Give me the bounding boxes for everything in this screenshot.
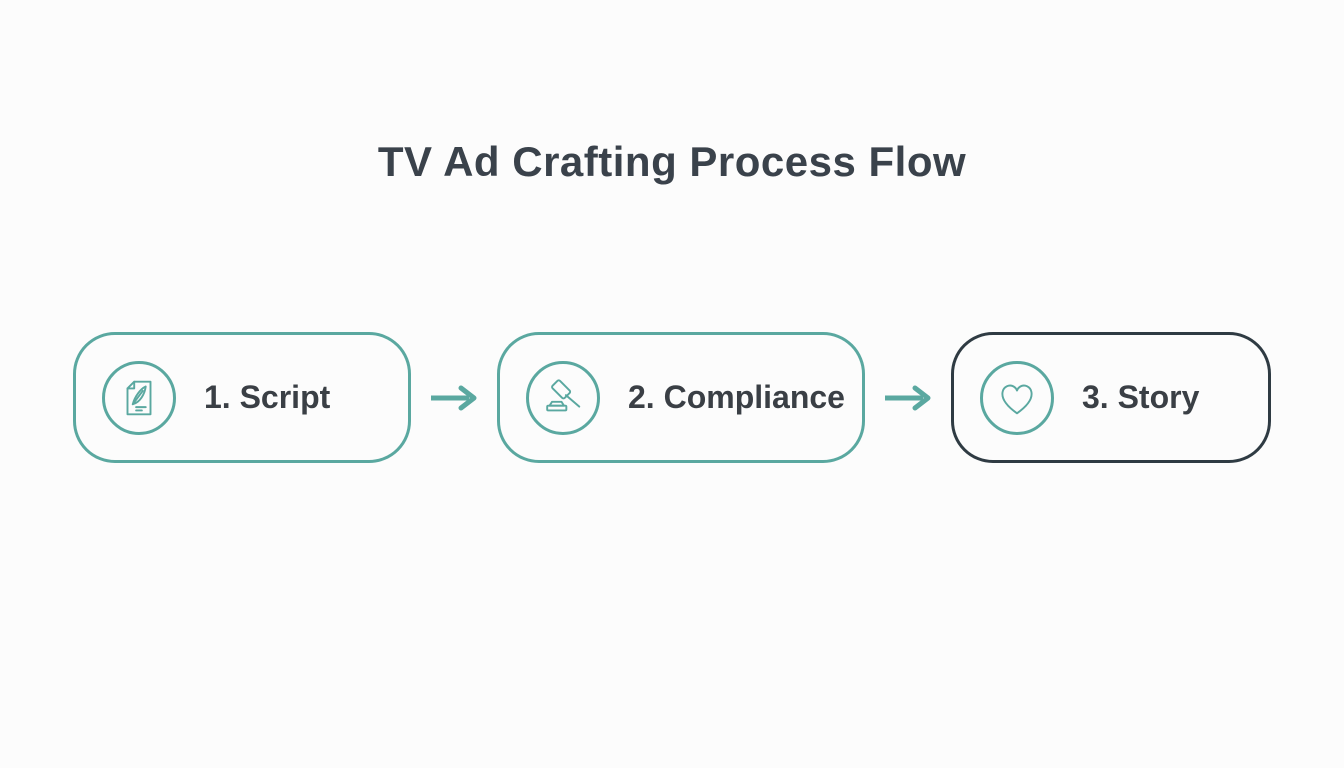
step-box-story: 3. Story — [951, 332, 1271, 463]
story-icon-circle — [980, 360, 1054, 435]
step-label-script: 1. Script — [204, 379, 331, 415]
quill-document-icon — [126, 380, 152, 415]
process-flow: 1. Script 2. Compliance — [0, 332, 1344, 463]
script-icon-circle — [102, 360, 176, 435]
gavel-icon — [546, 378, 581, 411]
heart-icon — [1001, 384, 1033, 414]
arrow-right-icon — [885, 385, 931, 410]
step-box-compliance: 2. Compliance — [497, 332, 865, 463]
step-label-story: 3. Story — [1082, 379, 1200, 415]
step-box-script: 1. Script — [73, 332, 411, 463]
flow-connector-2 — [883, 385, 933, 411]
step-label-compliance: 2. Compliance — [628, 379, 845, 415]
flow-connector-1 — [429, 385, 479, 411]
arrow-right-icon — [431, 385, 477, 410]
page-title: TV Ad Crafting Process Flow — [377, 138, 967, 185]
compliance-icon-circle — [526, 360, 600, 435]
